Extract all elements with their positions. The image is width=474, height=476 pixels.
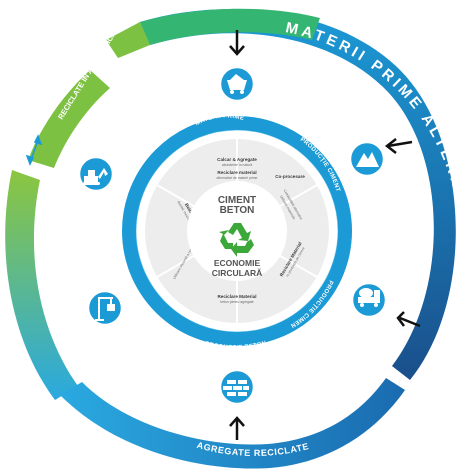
inner-label-concrete-production: PRODUCȚIE BETON: [204, 341, 267, 352]
bricks-icon: [223, 380, 249, 396]
connectors: [112, 175, 134, 297]
middle-ring: [122, 116, 352, 346]
crane-icon: [95, 297, 115, 321]
icon-node-mining: [218, 65, 256, 103]
black-arrows: [229, 30, 421, 440]
recycle-icon: [219, 223, 254, 257]
svg-text:Reciclare Material: Reciclare Material: [217, 294, 256, 299]
icon-node-excavator: [77, 155, 115, 193]
icon-node-cement-truck: [350, 281, 388, 319]
icon-node-crane: [86, 289, 124, 327]
icon-node-mountain: [348, 140, 386, 178]
svg-text:alternative de materii prime: alternative de materii prime: [217, 176, 258, 180]
excavator-icon: [83, 168, 108, 185]
mountain-icon: [356, 152, 379, 167]
mining-cart-icon: [227, 74, 247, 94]
arrow-left-right-upper-icon: [387, 140, 413, 148]
center-title-line1: CIMENT: [218, 195, 256, 206]
center-subtitle-line1: ECONOMIE: [214, 258, 261, 268]
svg-text:Beton: Beton: [184, 202, 195, 216]
svg-text:Co-procesare: Co-procesare: [275, 174, 305, 179]
svg-text:Calcar & Agregate: Calcar & Agregate: [217, 157, 257, 162]
center-circle: [187, 181, 287, 281]
double-arrow-icon: [25, 134, 43, 166]
segment-bottom: Reciclare Material beton pentru agregate: [217, 294, 256, 304]
svg-text:Reciclare material: Reciclare material: [217, 170, 256, 175]
icon-node-bricks: [218, 368, 256, 406]
svg-text:abundente în natură: abundente în natură: [222, 163, 252, 167]
segment-top: Calcar & Agregate abundente în natură Re…: [217, 157, 258, 180]
center-title-line2: BETON: [220, 205, 255, 216]
arrow-left-right-lower-icon: [399, 316, 421, 328]
center-subtitle-line2: CIRCULARĂ: [212, 268, 263, 278]
outer-ring: [5, 8, 456, 469]
arrow-left-green-icon: [118, 22, 140, 48]
svg-text:beton pentru agregate: beton pentru agregate: [220, 300, 253, 304]
cement-truck-icon: [358, 288, 380, 307]
